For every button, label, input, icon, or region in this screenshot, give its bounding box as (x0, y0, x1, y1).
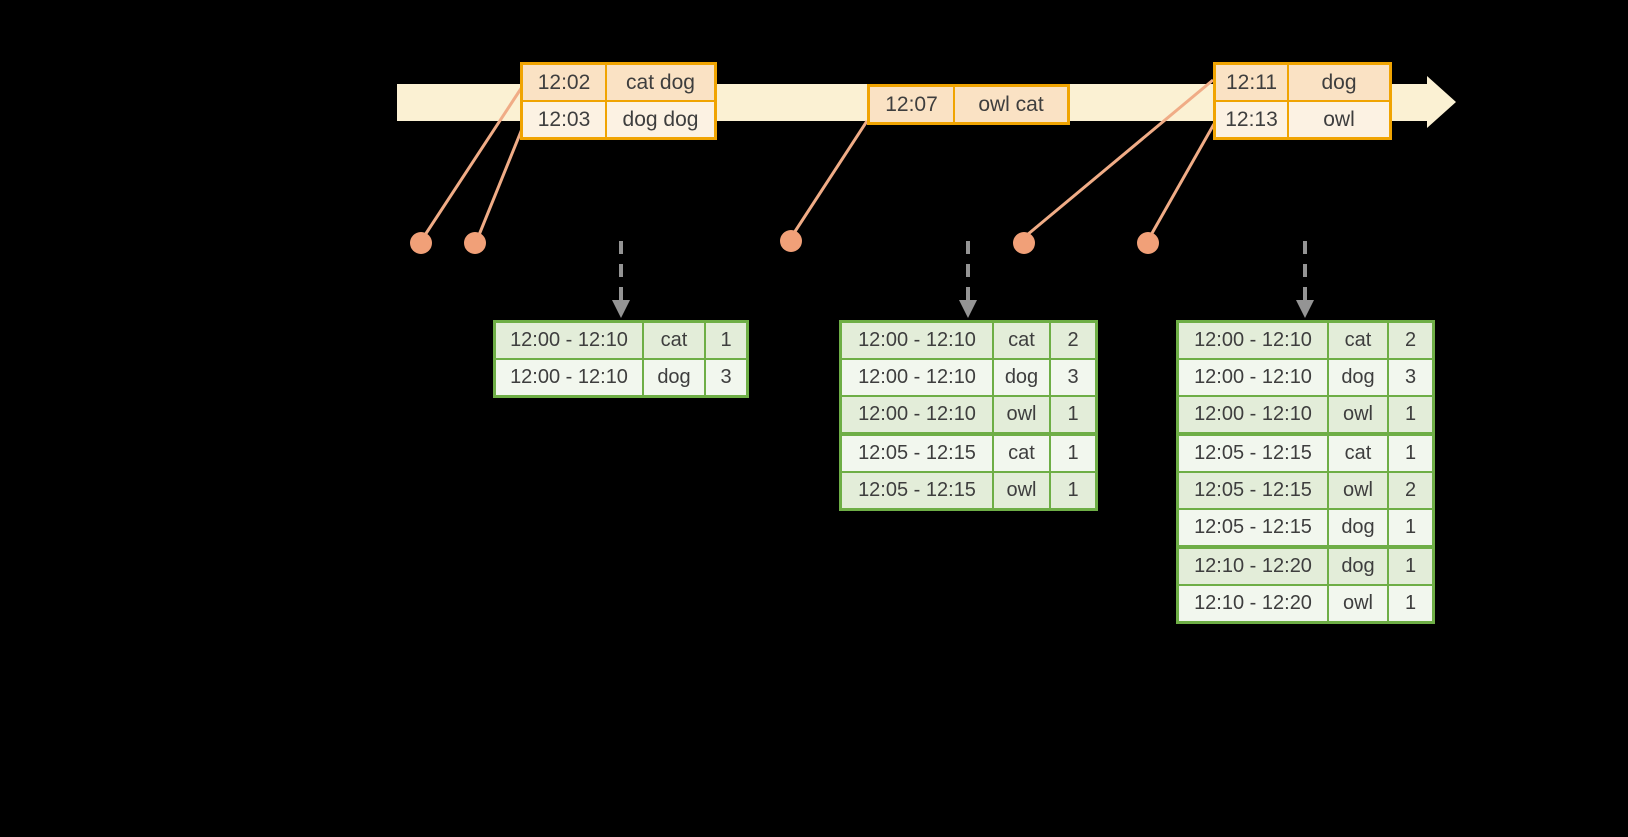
key-cell: owl (1329, 473, 1387, 508)
event-row: 12:11 dog (1216, 65, 1389, 100)
key-cell: owl (994, 397, 1049, 432)
result-row: 12:10 - 12:20 dog 1 (1179, 549, 1432, 584)
event-row: 12:02 cat dog (523, 65, 714, 100)
count-cell: 1 (706, 323, 746, 358)
result-row: 12:00 - 12:10 owl 1 (842, 397, 1095, 432)
connector-line (423, 86, 524, 236)
key-cell: cat (1329, 436, 1387, 471)
key-cell: cat (644, 323, 704, 358)
key-cell: dog (994, 360, 1049, 395)
count-cell: 2 (1051, 323, 1095, 358)
key-cell: dog (1329, 360, 1387, 395)
result-row: 12:00 - 12:10 dog 3 (842, 360, 1095, 395)
window-cell: 12:05 - 12:15 (842, 473, 992, 508)
window-cell: 12:00 - 12:10 (842, 323, 992, 358)
event-table-2: 12:07 owl cat (867, 84, 1070, 125)
count-cell: 3 (1389, 360, 1432, 395)
key-cell: cat (1329, 323, 1387, 358)
result-row: 12:00 - 12:10 dog 3 (496, 360, 746, 395)
count-cell: 1 (1051, 436, 1095, 471)
count-cell: 2 (1389, 473, 1432, 508)
result-row: 12:10 - 12:20 owl 1 (1179, 586, 1432, 621)
window-cell: 12:10 - 12:20 (1179, 549, 1327, 584)
result-row: 12:05 - 12:15 owl 1 (842, 473, 1095, 508)
key-cell: dog (1329, 510, 1387, 545)
count-cell: 1 (1389, 510, 1432, 545)
window-cell: 12:00 - 12:10 (1179, 323, 1327, 358)
connector-line (477, 123, 526, 236)
result-row: 12:00 - 12:10 cat 1 (496, 323, 746, 358)
window-cell: 12:00 - 12:10 (496, 360, 642, 395)
event-data-cell: dog (1289, 65, 1389, 100)
window-cell: 12:10 - 12:20 (1179, 586, 1327, 621)
window-cell: 12:05 - 12:15 (1179, 436, 1327, 471)
event-time-cell: 12:02 (523, 65, 605, 100)
window-cell: 12:05 - 12:15 (842, 436, 992, 471)
window-cell: 12:05 - 12:15 (1179, 473, 1327, 508)
count-cell: 1 (1389, 586, 1432, 621)
event-row: 12:03 dog dog (523, 102, 714, 137)
key-cell: owl (994, 473, 1049, 508)
event-dot (780, 230, 802, 252)
connector-line (1026, 78, 1214, 237)
event-table-1: 12:02 cat dog 12:03 dog dog (520, 62, 717, 140)
result-table-2: 12:00 - 12:10 cat 2 12:00 - 12:10 dog 3 … (839, 320, 1098, 511)
emit-arrowhead-icon (959, 300, 977, 318)
result-row: 12:00 - 12:10 cat 2 (1179, 323, 1432, 358)
key-cell: owl (1329, 397, 1387, 432)
result-table-3: 12:00 - 12:10 cat 2 12:00 - 12:10 dog 3 … (1176, 320, 1435, 624)
window-cell: 12:00 - 12:10 (496, 323, 642, 358)
event-dot (1137, 232, 1159, 254)
window-cell: 12:00 - 12:10 (1179, 360, 1327, 395)
event-time-cell: 12:07 (870, 87, 953, 122)
count-cell: 3 (706, 360, 746, 395)
event-table-3: 12:11 dog 12:13 owl (1213, 62, 1392, 140)
event-data-cell: cat dog (607, 65, 714, 100)
count-cell: 1 (1389, 436, 1432, 471)
event-row: 12:07 owl cat (870, 87, 1067, 122)
event-dot (410, 232, 432, 254)
event-dot (464, 232, 486, 254)
result-row: 12:05 - 12:15 cat 1 (1179, 436, 1432, 471)
event-time-cell: 12:13 (1216, 102, 1287, 137)
event-row: 12:13 owl (1216, 102, 1389, 137)
window-cell: 12:05 - 12:15 (1179, 510, 1327, 545)
key-cell: owl (1329, 586, 1387, 621)
count-cell: 1 (1051, 473, 1095, 508)
window-cell: 12:00 - 12:10 (1179, 397, 1327, 432)
key-cell: dog (1329, 549, 1387, 584)
result-row: 12:05 - 12:15 dog 1 (1179, 510, 1432, 545)
event-data-cell: dog dog (607, 102, 714, 137)
event-data-cell: owl (1289, 102, 1389, 137)
connector-line (1149, 123, 1216, 236)
window-cell: 12:00 - 12:10 (842, 397, 992, 432)
count-cell: 3 (1051, 360, 1095, 395)
result-row: 12:05 - 12:15 cat 1 (842, 436, 1095, 471)
event-time-cell: 12:03 (523, 102, 605, 137)
emit-arrowhead-icon (612, 300, 630, 318)
connector-line (792, 120, 869, 234)
event-data-cell: owl cat (955, 87, 1067, 122)
result-row: 12:00 - 12:10 owl 1 (1179, 397, 1432, 432)
key-cell: dog (644, 360, 704, 395)
count-cell: 2 (1389, 323, 1432, 358)
window-cell: 12:00 - 12:10 (842, 360, 992, 395)
key-cell: cat (994, 436, 1049, 471)
count-cell: 1 (1389, 549, 1432, 584)
count-cell: 1 (1051, 397, 1095, 432)
key-cell: cat (994, 323, 1049, 358)
result-row: 12:00 - 12:10 dog 3 (1179, 360, 1432, 395)
count-cell: 1 (1389, 397, 1432, 432)
event-time-cell: 12:11 (1216, 65, 1287, 100)
result-table-1: 12:00 - 12:10 cat 1 12:00 - 12:10 dog 3 (493, 320, 749, 398)
emit-arrowhead-icon (1296, 300, 1314, 318)
event-dot (1013, 232, 1035, 254)
result-row: 12:00 - 12:10 cat 2 (842, 323, 1095, 358)
result-row: 12:05 - 12:15 owl 2 (1179, 473, 1432, 508)
